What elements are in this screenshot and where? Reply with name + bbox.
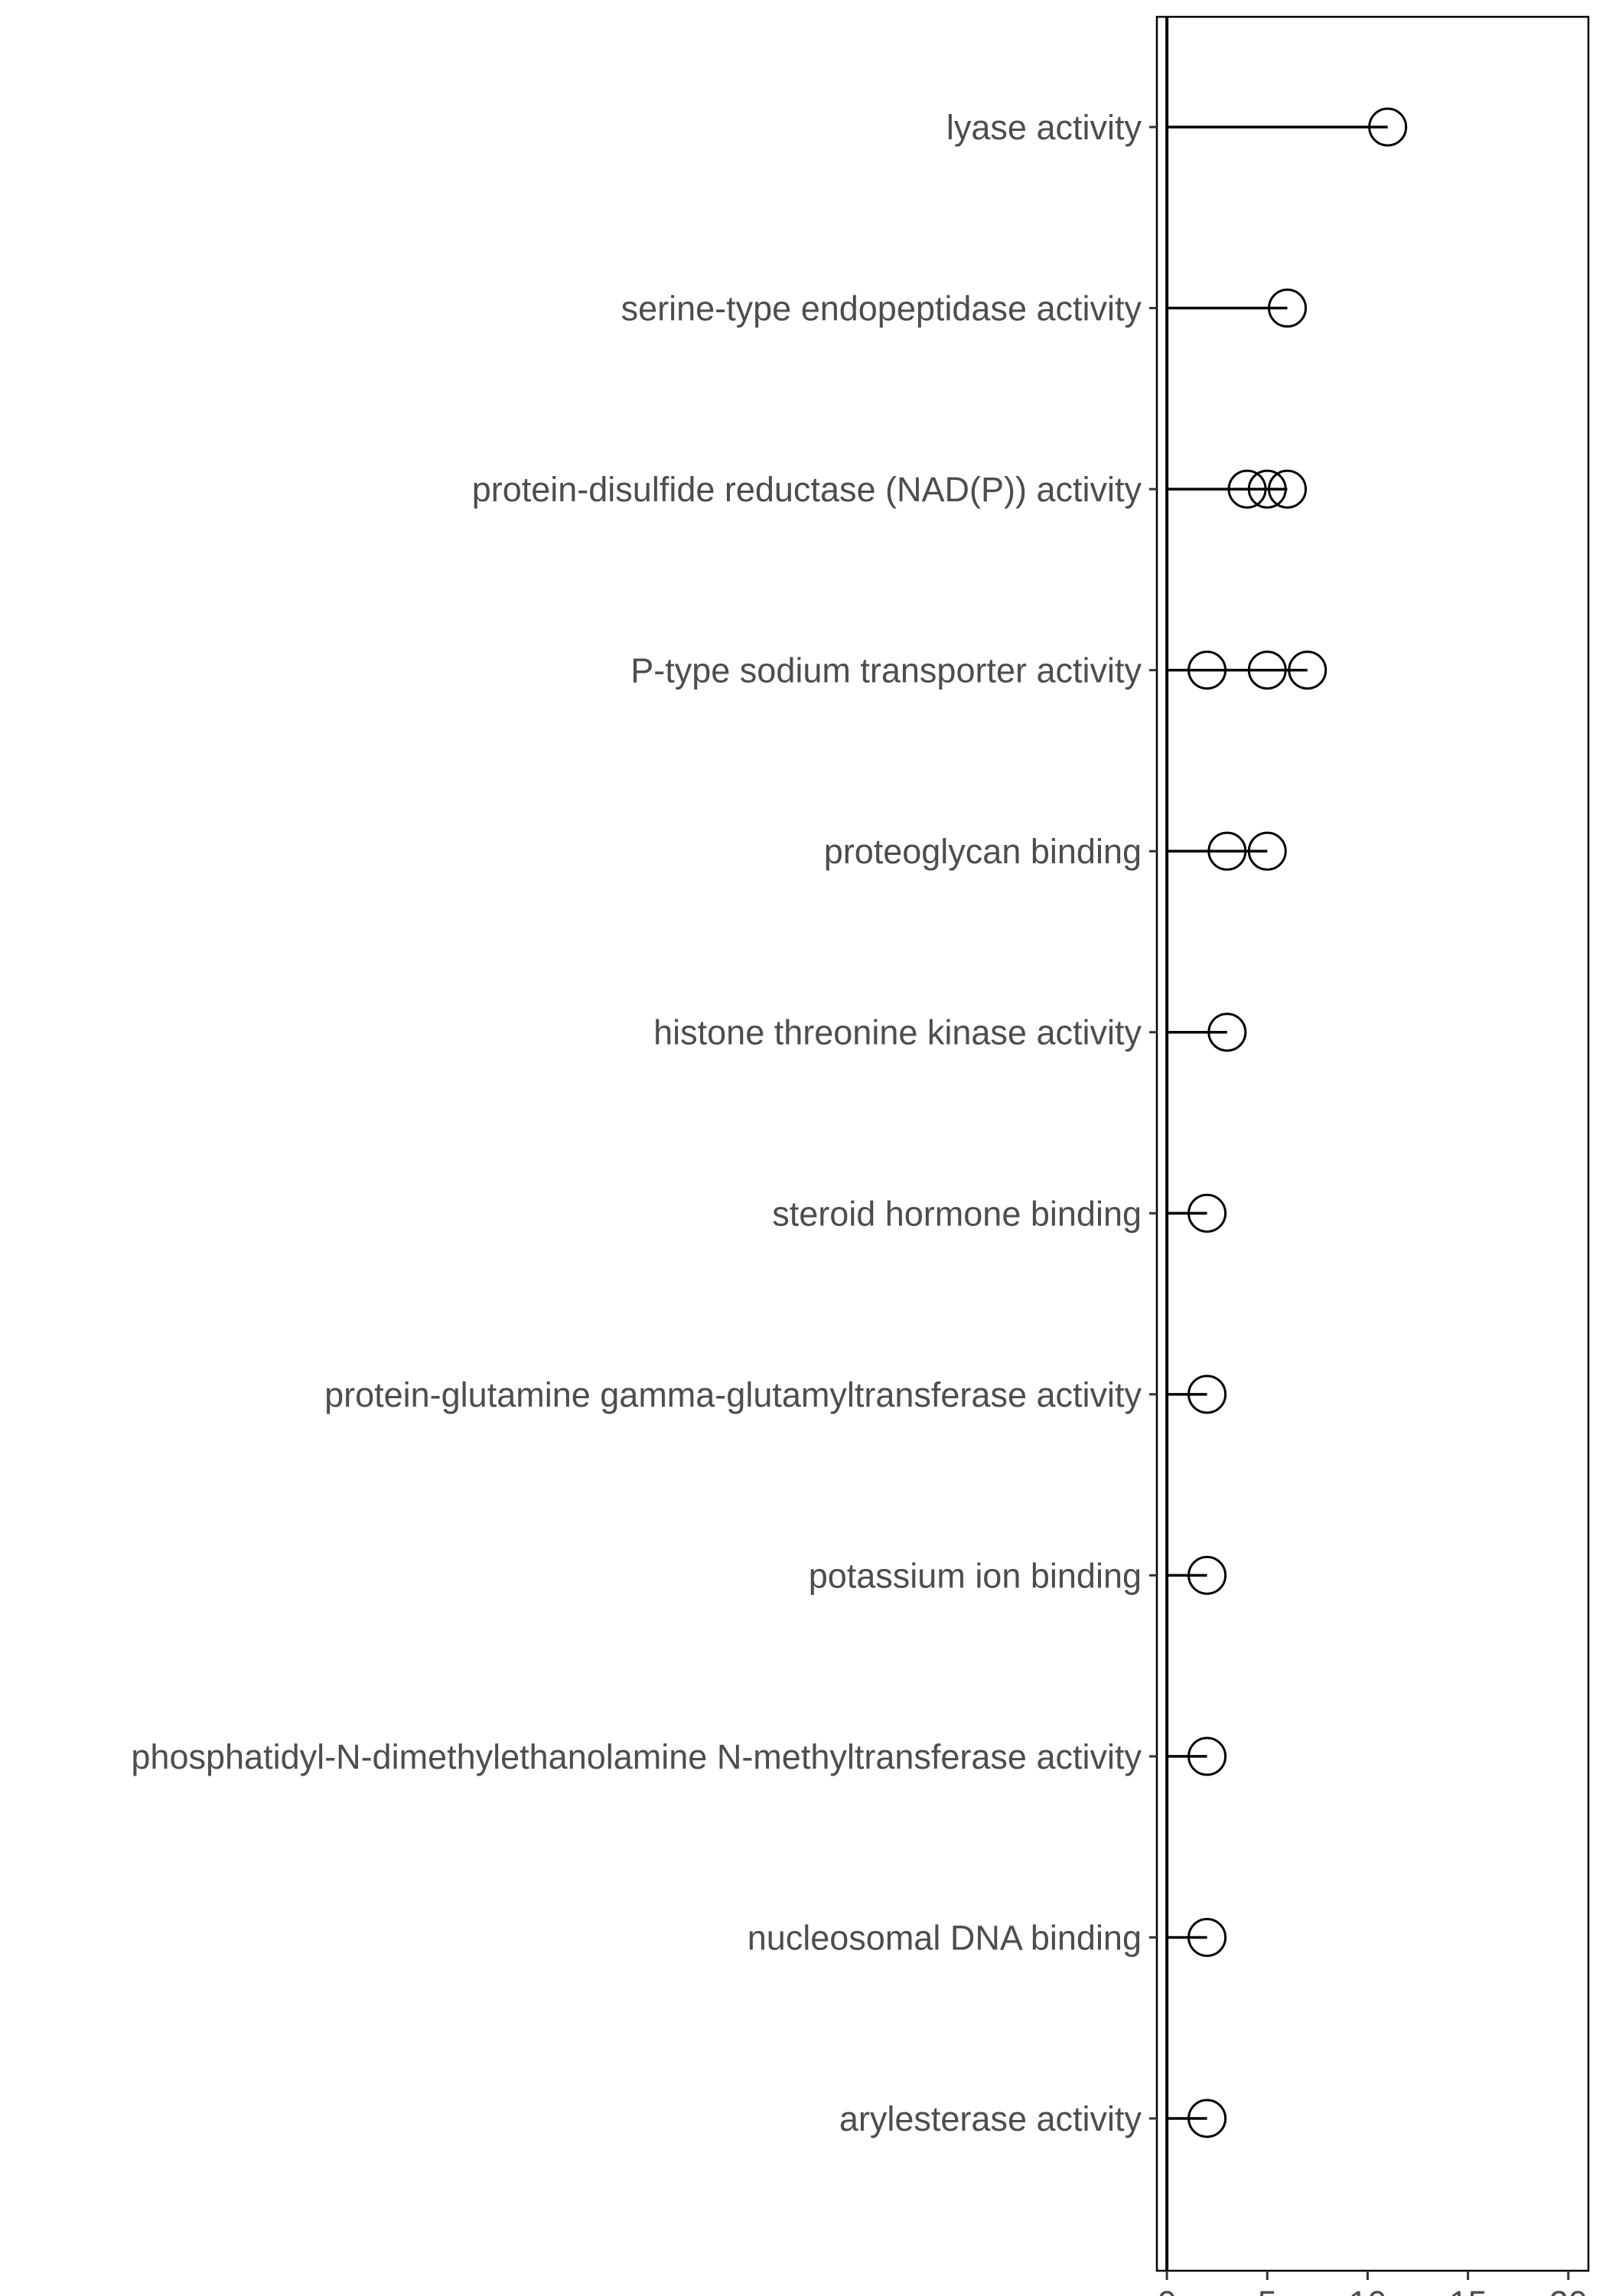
x-axis: 0 5 10 15 20 xyxy=(1158,2271,1588,2296)
data-point xyxy=(1187,651,1227,690)
x-tick-label: 20 xyxy=(1549,2284,1588,2296)
x-tick-label: 0 xyxy=(1158,2284,1177,2296)
y-tick-label: protein-glutamine gamma-glutamyltransfer… xyxy=(324,1375,1142,1414)
data-point xyxy=(1187,1917,1227,1957)
x-tick-label: 5 xyxy=(1258,2284,1277,2296)
y-tick-label: arylesterase activity xyxy=(839,2099,1142,2138)
y-axis: lyase activity serine-type endopeptidase … xyxy=(131,108,1157,2138)
stems xyxy=(1167,126,1388,2120)
y-tick-label: potassium ion binding xyxy=(809,1556,1142,1595)
y-tick-label: protein-disulfide reductase (NAD(P)) act… xyxy=(472,470,1142,509)
y-tick-label: nucleosomal DNA binding xyxy=(748,1918,1142,1957)
y-tick-label: proteoglycan binding xyxy=(824,832,1142,871)
y-tick-label: P-type sodium transporter activity xyxy=(630,651,1142,690)
data-point xyxy=(1247,469,1287,509)
points xyxy=(1187,107,1408,2138)
y-tick-label: lyase activity xyxy=(946,108,1142,147)
data-point xyxy=(1247,831,1287,871)
y-tick-label: serine-type endopeptidase activity xyxy=(621,289,1142,328)
data-point xyxy=(1187,1193,1227,1233)
panel-border xyxy=(1155,15,1590,2272)
data-point xyxy=(1227,469,1267,509)
data-point xyxy=(1268,289,1308,328)
data-point xyxy=(1187,1375,1227,1414)
y-tick-label: phosphatidyl-N-dimethylethanolamine N-me… xyxy=(131,1737,1142,1776)
data-point xyxy=(1207,831,1247,871)
data-point xyxy=(1247,651,1287,690)
data-point xyxy=(1187,2099,1227,2138)
y-tick-label: steroid hormone binding xyxy=(772,1194,1142,1233)
plot-panel xyxy=(1155,15,1590,2272)
data-point xyxy=(1368,107,1408,147)
x-tick-label: 10 xyxy=(1348,2284,1386,2296)
data-point xyxy=(1268,469,1308,509)
data-point xyxy=(1187,1737,1227,1776)
data-point xyxy=(1288,651,1327,690)
data-point xyxy=(1207,1013,1247,1052)
x-tick-label: 15 xyxy=(1449,2284,1487,2296)
y-tick-label: histone threonine kinase activity xyxy=(653,1013,1142,1052)
data-point xyxy=(1187,1555,1227,1595)
